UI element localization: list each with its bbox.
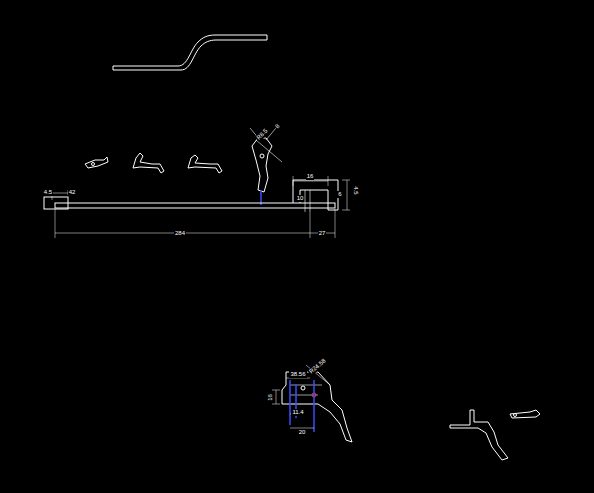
rod [55,203,335,208]
dimension-text: 16 [267,393,274,402]
strip-edge [113,35,267,70]
bracket-detail [305,190,310,212]
lever-part [188,155,222,173]
trigger-assembly [282,372,352,442]
dimension-text: 42 [68,189,77,196]
dimension-text: 38.56 [289,371,306,378]
trigger-part [450,410,508,460]
dimension-text: 20 [298,429,307,436]
center-line [290,380,314,432]
strip-end [113,66,114,70]
assembly-detail [290,385,322,395]
dimension-line [52,176,350,238]
dimension-text: 284 [174,230,186,237]
dimension-text: 27 [318,230,327,237]
pivot-hole [301,386,305,390]
pivot-hole [260,154,264,158]
dimension-text: 4.5 [352,185,359,195]
rod-end-bracket [293,180,338,210]
trigger-part [252,138,272,192]
dimension-text: 11.4 [291,409,304,416]
lever-part [510,410,540,418]
lever-part [85,157,108,168]
dimension-text: 10 [296,195,305,202]
dimension-text: 16 [306,173,315,180]
dimension-text: 4.5 [43,189,53,196]
pivot-hole [92,163,95,166]
rod-end-block [44,197,68,209]
lever-part [133,153,164,173]
dimension-text: 6 [337,191,342,198]
pivot-hole [514,414,517,417]
dimension-line [272,365,330,428]
